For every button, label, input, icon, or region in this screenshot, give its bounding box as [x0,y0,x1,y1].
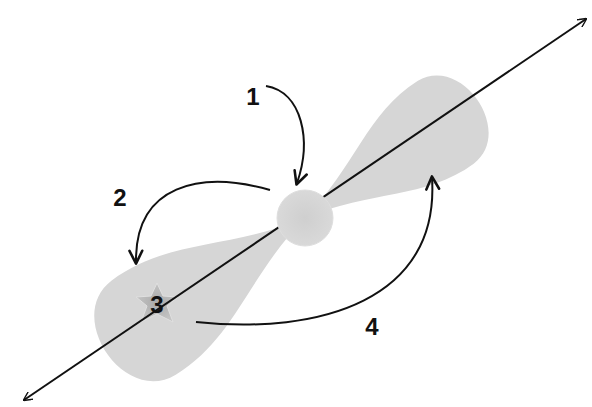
curved-arrow [136,182,270,262]
p-orbital [74,53,510,400]
nucleus-sphere [277,190,333,246]
curved-arrow [266,86,304,183]
callout-number: 1 [246,85,259,109]
curved-arrow [196,178,432,325]
axis-line [24,19,586,400]
callout-number: 3 [150,293,163,317]
callout-number: 2 [113,186,126,210]
star-region [136,283,178,322]
callout-number: 4 [365,315,378,339]
upper-lobe [277,59,506,259]
lower-lobe [74,171,337,400]
